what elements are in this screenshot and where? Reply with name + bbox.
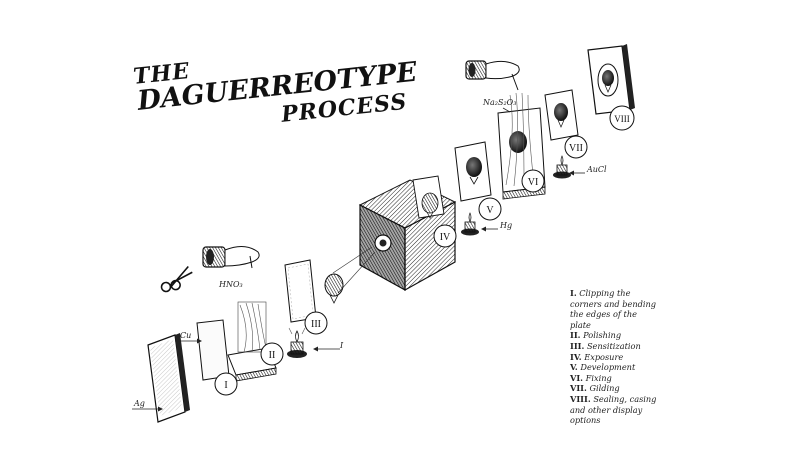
step-marker-2: II bbox=[260, 342, 284, 366]
iodine-arrowhead bbox=[313, 346, 318, 352]
step-marker-1: I bbox=[214, 372, 238, 396]
step-numeral-5: V bbox=[486, 205, 494, 216]
legend-item: VIII. Sealing, casing and other display … bbox=[570, 393, 657, 426]
lamp-icon bbox=[287, 327, 307, 358]
balloon-icon bbox=[421, 192, 439, 219]
development-plate bbox=[454, 141, 492, 202]
step-numeral-2: II bbox=[269, 350, 276, 361]
silver-plate bbox=[147, 333, 190, 423]
label-ag: Ag bbox=[134, 399, 145, 408]
legend-item: VII. Gilding bbox=[570, 383, 620, 394]
hg-arrowhead bbox=[481, 226, 486, 232]
polishing-stand bbox=[227, 301, 277, 382]
thiosulfate-arrow bbox=[502, 107, 511, 113]
legend-item: V. Development bbox=[570, 362, 636, 373]
step-numeral-7: VII bbox=[569, 143, 583, 154]
step-marker-7: VII bbox=[564, 135, 588, 159]
step-numeral-1: I bbox=[224, 380, 227, 391]
step-marker-6: VI bbox=[521, 169, 545, 193]
label-hno3: HNO₃ bbox=[219, 280, 243, 289]
step-marker-5: V bbox=[478, 197, 502, 221]
hand-icon bbox=[202, 246, 260, 269]
legend-item: I. Clipping the corners and bending the … bbox=[570, 288, 656, 330]
cu-arrowhead bbox=[197, 338, 202, 344]
step-numeral-8: VIII bbox=[614, 114, 630, 124]
step-numeral-6: VI bbox=[528, 177, 539, 188]
label-hg: Hg bbox=[500, 221, 513, 230]
legend-item: VI. Fixing bbox=[570, 372, 612, 383]
step-legend: I. Clipping the corners and bending the … bbox=[570, 288, 660, 426]
copper-plate bbox=[196, 319, 230, 381]
label-aucl: AuCl bbox=[587, 165, 607, 174]
gilding-plate bbox=[544, 89, 579, 141]
pouring-hand-icon bbox=[465, 60, 520, 91]
step-marker-8: VIII bbox=[609, 105, 635, 131]
gold-lamp bbox=[553, 155, 571, 179]
frame-icon bbox=[587, 44, 635, 115]
step-numeral-4: IV bbox=[440, 232, 451, 243]
label-cu: Cu bbox=[180, 331, 192, 340]
camera-icon bbox=[332, 175, 457, 294]
scissors-icon bbox=[160, 265, 193, 293]
label-thiosulfate: Na₂S₂O₃ bbox=[483, 98, 517, 107]
label-iodine: I bbox=[340, 341, 344, 350]
legend-item: IV. Exposure bbox=[570, 351, 624, 362]
step-numeral-3: III bbox=[311, 319, 321, 330]
step-marker-3: III bbox=[304, 311, 328, 335]
ag-arrowhead bbox=[158, 406, 163, 412]
diagram-title: THE DAGUERREOTYPE PROCESS bbox=[132, 48, 418, 128]
step-marker-4: IV bbox=[433, 224, 457, 248]
legend-item: II. Polishing bbox=[570, 330, 622, 341]
mercury-lamp bbox=[461, 212, 479, 236]
balloon-subject bbox=[324, 273, 344, 304]
aucl-arrowhead bbox=[569, 170, 574, 176]
legend-item: III. Sensitization bbox=[570, 340, 641, 351]
